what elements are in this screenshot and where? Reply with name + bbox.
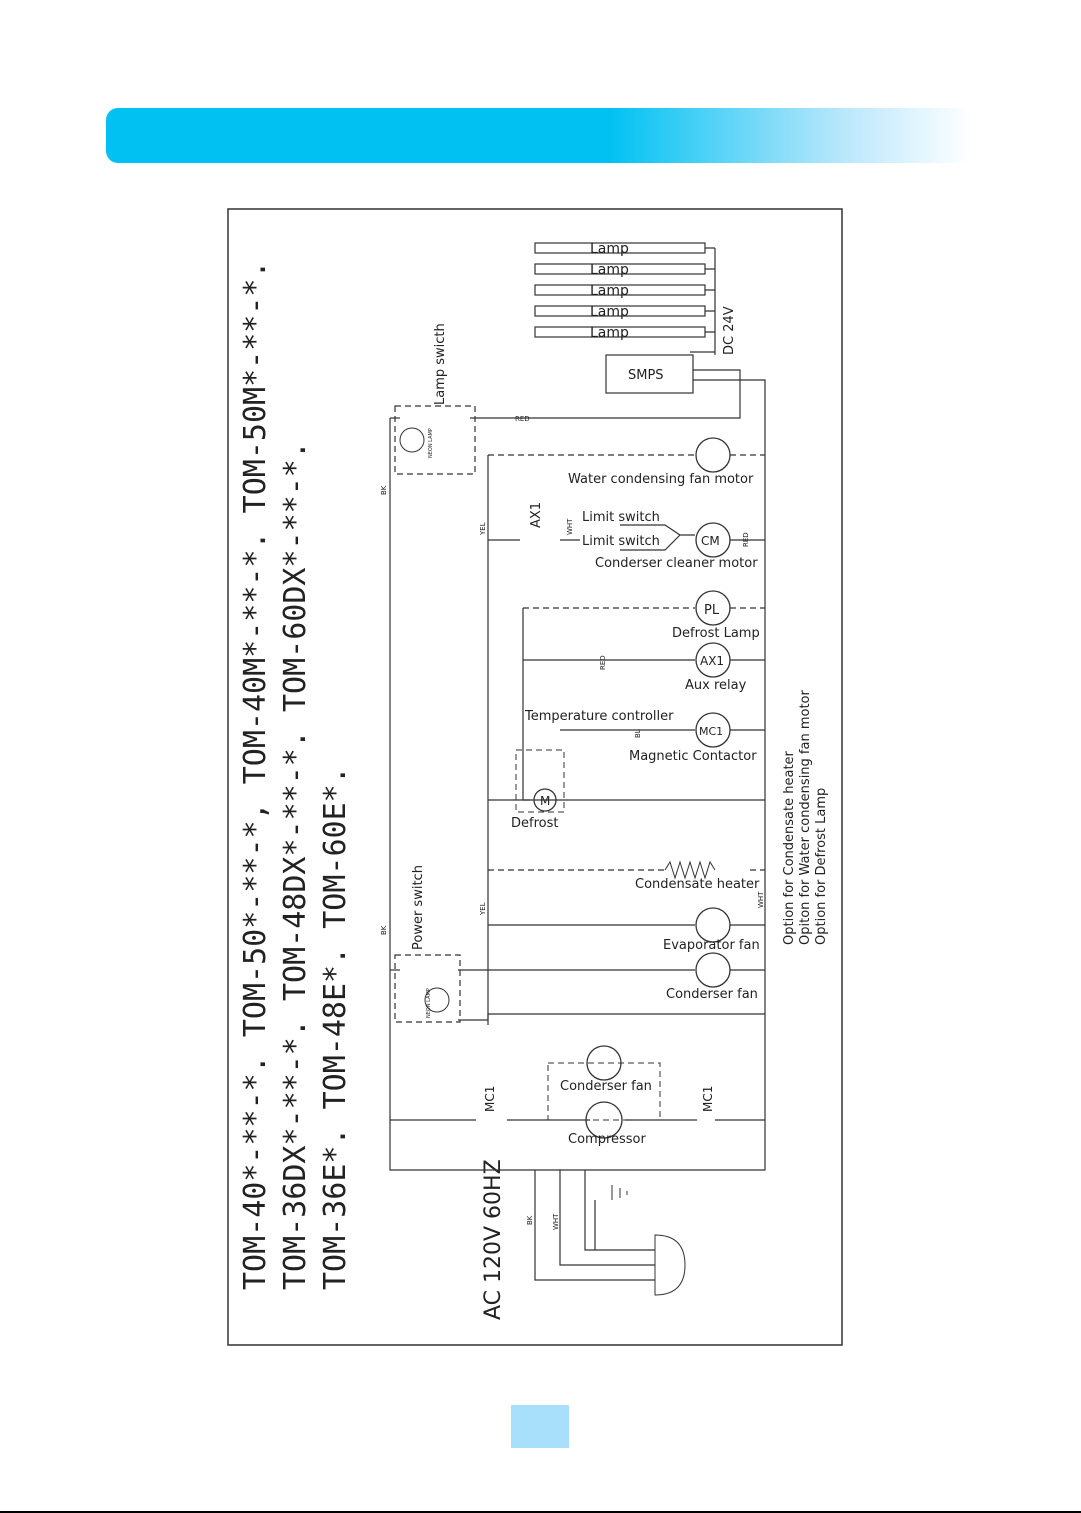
cleaner-motor-label: Conderser cleaner motor: [595, 556, 758, 571]
header-bar: [106, 108, 972, 163]
power-switch-box: [394, 954, 461, 1023]
wire-red-1: RED: [515, 415, 530, 423]
note-2: Opiton for Water condensing fan motor: [798, 689, 813, 945]
lamp-label-2: Lamp: [590, 262, 629, 278]
cm-symbol: CM: [701, 534, 720, 548]
note-3: Option for Defrost Lamp: [814, 788, 829, 945]
condenser-fan-label: Conderser fan: [666, 987, 758, 1002]
condenser-fan-label-2: Conderser fan: [560, 1079, 652, 1094]
lamp-label-1: Lamp: [590, 241, 629, 257]
component-circles: [533, 522, 731, 812]
m-symbol: M: [540, 794, 550, 808]
lamp-bank: [534, 242, 716, 355]
title-line-3: TOM-36E*. TOM-48E*. TOM-60E*.: [318, 766, 353, 1290]
wire-red-2: RED: [599, 655, 607, 670]
smps-box: [605, 354, 694, 394]
ax1-symbol: AX1: [700, 654, 724, 668]
wire-bl-1: BL: [634, 729, 642, 738]
wire-bk-1: BK: [380, 485, 388, 495]
title-line-2: TOM-36DX*-**-*. TOM-48DX*-**-*. TOM-60DX…: [278, 441, 313, 1290]
wire-yel-1: YEL: [479, 522, 487, 536]
wire-wht-2: WHT: [757, 891, 765, 908]
dashed-fan-box: [547, 1062, 661, 1121]
note-1: Option for Condensate heater: [782, 750, 797, 945]
pl-symbol: PL: [704, 603, 720, 618]
lamp-label-3: Lamp: [590, 283, 629, 299]
bottom-rule: [0, 1511, 1081, 1513]
defrost-label: Defrost: [511, 816, 558, 831]
mc1-label-left: MC1: [483, 1086, 497, 1112]
wire-bk-3: BK: [526, 1215, 534, 1225]
lamp-switch-label: Lamp swicth: [433, 323, 448, 405]
evaporator-fan-label: Evaporator fan: [663, 938, 760, 953]
title-line-1: TOM-40*-**-*. TOM-50*-**-*, TOM-40M*-**-…: [238, 260, 273, 1290]
dc-24v-label: DC 24V: [722, 306, 737, 355]
neon-lamp-label-2: NEON LAMP: [426, 988, 432, 1018]
smps-label: SMPS: [628, 368, 664, 383]
neon-lamp-label-1: NEON LAMP: [428, 428, 434, 458]
ax1-label: AX1: [529, 502, 544, 528]
water-fan-label: Water condensing fan motor: [568, 472, 754, 487]
mc1-label-right: MC1: [701, 1086, 715, 1112]
limit-switch-label-2: Limit switch: [582, 534, 660, 549]
model-titles: TOM-40*-**-*. TOM-50*-**-*, TOM-40M*-**-…: [238, 260, 353, 1290]
condensate-heater-label: Condensate heater: [635, 877, 760, 892]
lamp-label-5: Lamp: [590, 325, 629, 341]
wire-yel-2: YEL: [479, 902, 487, 916]
wire-bk-2: BK: [380, 925, 388, 935]
power-switch-label: Power switch: [411, 865, 426, 950]
diagram-frame: [227, 208, 843, 1346]
wire-wht-3: WHT: [566, 518, 574, 535]
lamp-switch-box: [394, 405, 476, 475]
wire-red-3: RED: [742, 532, 750, 547]
ground-symbol: [611, 1185, 628, 1200]
aux-relay-label: Aux relay: [685, 678, 747, 693]
mc1-symbol: MC1: [699, 725, 723, 738]
supply-label: AC 120V 60HZ: [481, 1159, 506, 1320]
page-number-box: [511, 1405, 569, 1448]
defrost-timer-box: [515, 749, 565, 813]
wire-wht-1: WHT: [552, 1213, 560, 1230]
fan-symbols: [585, 437, 731, 1139]
heater-zigzag: [664, 860, 716, 880]
limit-switch-label-1: Limit switch: [582, 510, 660, 525]
defrost-lamp-label: Defrost Lamp: [672, 626, 760, 641]
dashed-wires: [488, 454, 765, 871]
lamp-label-4: Lamp: [590, 304, 629, 320]
magnetic-contactor-label: Magnetic Contactor: [629, 749, 757, 764]
plug-symbol: [654, 1234, 686, 1296]
compressor-label: Compressor: [568, 1132, 647, 1147]
temp-controller-label: Temperature controller: [524, 709, 674, 724]
